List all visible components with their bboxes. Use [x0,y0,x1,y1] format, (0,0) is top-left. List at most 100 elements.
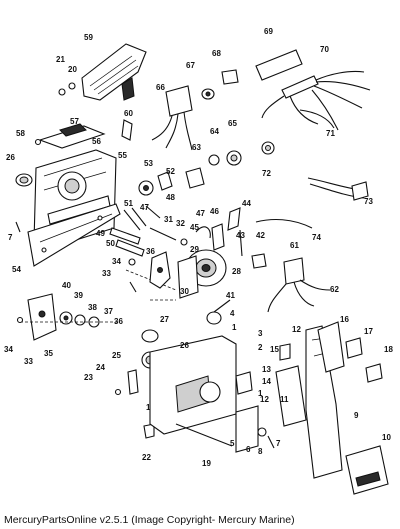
label-23: 23 [84,373,93,382]
label-9: 9 [354,411,359,420]
label-65: 65 [228,119,237,128]
label-39: 39 [74,291,83,300]
label-46: 46 [210,207,219,216]
label-21: 21 [56,55,65,64]
part-53-gear [138,180,154,196]
label-43: 43 [236,231,245,240]
label-67: 67 [186,61,195,70]
label-66: 66 [156,83,165,92]
label-33: 33 [102,269,111,278]
part-47-pin [145,205,161,219]
label-61: 61 [290,241,299,250]
part-1-lower-housing [149,335,237,435]
part-68-clip [221,69,239,85]
part-66-trim-switch [151,85,193,151]
part-14-lever-guide [275,365,307,427]
part-6-washer [257,427,267,437]
part-7-screw-left [15,221,21,233]
label-12: 12 [292,325,301,334]
part-16-handle-grip [317,321,345,373]
part-18-clip [365,363,383,383]
label-48: 48 [166,193,175,202]
label-51: 51 [124,199,133,208]
label-68: 68 [212,49,221,58]
label-19: 19 [202,459,211,468]
label-20: 20 [68,65,77,74]
label-1c: 1 [146,403,151,412]
label-34: 34 [112,257,121,266]
part-54-mounting-plate [27,203,121,267]
label-36b: 36 [114,317,123,326]
label-2: 2 [258,343,263,352]
part-27-ring [141,329,159,343]
label-63: 63 [192,143,201,152]
part-70-harness [261,70,371,131]
part-3-switch [235,371,253,395]
part-67-knob [201,88,215,100]
part-60-bracket [121,119,133,141]
part-72-connector [261,141,275,155]
part-19-rod [175,423,233,447]
part-52-clip [157,171,173,191]
label-44: 44 [242,199,251,208]
part-71-wire [299,109,335,129]
label-49: 49 [96,229,105,238]
label-41: 41 [226,291,235,300]
part-7-screw-lower [267,435,275,449]
label-40: 40 [62,281,71,290]
part-36-lever [149,251,171,289]
label-72: 72 [262,169,271,178]
label-35: 35 [44,349,53,358]
label-60: 60 [124,109,133,118]
label-37: 37 [104,307,113,316]
label-73: 73 [364,197,373,206]
label-11: 11 [280,395,289,404]
part-73-plug [351,181,369,201]
label-29: 29 [190,245,199,254]
part-38-spacer [74,314,86,326]
part-63-switch [185,167,205,189]
label-8: 8 [258,447,263,456]
label-1b: 1 [258,389,263,398]
label-45: 45 [190,223,199,232]
label-1: 1 [232,323,237,332]
part-41-neutral-switch [206,299,231,325]
part-46-cam [211,223,225,251]
label-50: 50 [106,239,115,248]
label-38: 38 [88,303,97,312]
part-50-link [115,239,145,257]
label-47: 47 [140,203,149,212]
part-5-cover [235,405,259,453]
part-30-bracket [177,255,199,299]
label-4: 4 [230,309,235,318]
label-47b: 47 [196,209,205,218]
label-26: 26 [6,153,15,162]
label-24: 24 [96,363,105,372]
part-20-washer [68,82,76,90]
label-26b: 26 [180,341,189,350]
label-5: 5 [230,439,235,448]
part-31-shaft [149,227,177,241]
label-58: 58 [16,129,25,138]
label-31: 31 [164,215,173,224]
part-45-spring [195,226,211,239]
label-74: 74 [312,233,321,242]
part-34-washer [128,258,136,266]
part-10-cover-plate [345,445,389,495]
copyright-caption: MercuryPartsOnline v2.5.1 (Image Copyrig… [4,514,295,526]
part-64-nut [208,154,220,166]
label-27: 27 [160,315,169,324]
label-64: 64 [210,127,219,136]
part-24-key [127,369,139,395]
part-57-cover [38,123,106,149]
label-16: 16 [340,315,349,324]
part-74-wire [255,218,313,229]
label-52: 52 [166,167,175,176]
part-26-grommet [15,173,33,187]
label-18: 18 [384,345,393,354]
part-39-washer [59,311,73,325]
part-15-bracket [279,343,291,361]
part-44-arm [227,207,241,231]
label-36: 36 [146,247,155,256]
label-56: 56 [92,137,101,146]
